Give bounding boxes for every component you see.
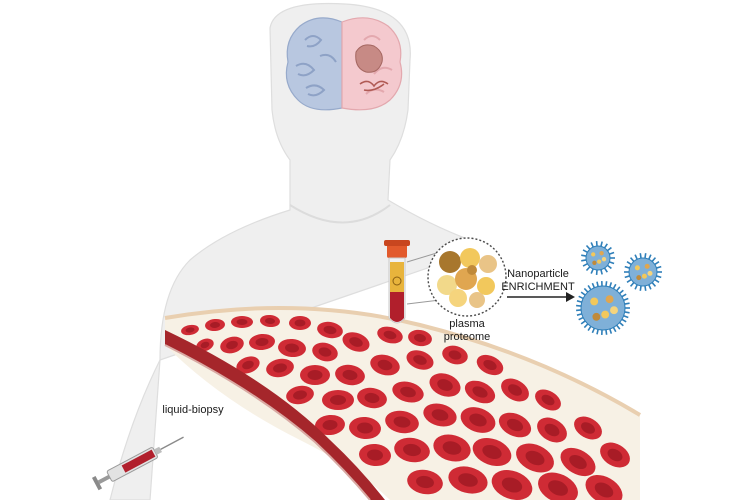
red-blood-cell-center: [594, 482, 614, 498]
red-blood-cell-center: [318, 347, 332, 357]
red-blood-cell-center: [185, 327, 195, 333]
enrichment-label-line2: ENRICHMENT: [501, 281, 575, 293]
red-blood-cell-center: [541, 394, 555, 406]
red-blood-cell-center: [273, 363, 287, 373]
brain-tumor-icon: [285, 17, 403, 111]
biopsy-label: liquid-biopsy: [162, 404, 224, 416]
red-blood-cell-center: [431, 409, 449, 421]
red-blood-cell-center: [349, 337, 363, 347]
blood-tube-icon: [384, 240, 410, 324]
red-blood-cell-center: [393, 416, 411, 428]
red-blood-cell-center: [226, 340, 238, 350]
red-blood-cell-center: [400, 386, 416, 398]
red-blood-cell-center: [501, 477, 523, 493]
red-blood-cell-center: [482, 444, 502, 460]
red-blood-cell-center: [448, 350, 462, 360]
red-blood-cell-center: [293, 390, 307, 400]
red-blood-cell-center: [294, 319, 306, 327]
red-blood-cell-center: [437, 379, 453, 391]
red-blood-cell-center: [255, 337, 269, 347]
red-blood-cell-center: [307, 370, 323, 380]
red-blood-cell-center: [357, 422, 373, 434]
red-blood-cell-center: [508, 384, 522, 396]
red-blood-cell-center: [285, 343, 299, 353]
red-blood-cell-center: [525, 450, 545, 466]
nanoparticle-cluster-icon: [576, 240, 662, 336]
red-blood-cell-center: [265, 317, 275, 325]
red-blood-cell-center: [472, 386, 488, 398]
red-blood-cell-center: [236, 319, 248, 325]
plasma-label-line2: proteome: [443, 331, 491, 343]
red-blood-cell-center: [442, 441, 462, 455]
red-blood-cell-center: [506, 418, 524, 432]
red-blood-cell-center: [322, 419, 338, 431]
plasma-label-line1: plasma: [449, 318, 485, 330]
red-blood-cell-center: [416, 475, 434, 489]
red-blood-cell-center: [483, 359, 497, 371]
red-blood-cell-center: [210, 321, 220, 329]
enrichment-arrow: [507, 292, 575, 302]
enrichment-label-line1: Nanoparticle: [507, 268, 569, 280]
red-blood-cell-center: [403, 443, 421, 457]
blood-vessel-icon: [164, 306, 642, 500]
red-blood-cell-center: [607, 448, 623, 462]
red-blood-cell-center: [242, 360, 254, 370]
red-blood-cell-center: [364, 392, 380, 404]
red-blood-cell-center: [323, 325, 337, 335]
nanoparticle: [576, 280, 630, 336]
red-blood-cell-center: [548, 480, 568, 496]
red-blood-cell-center: [544, 423, 560, 437]
red-blood-cell-center: [458, 473, 478, 487]
red-blood-cell-center: [383, 330, 397, 340]
red-blood-cell-center: [330, 395, 346, 405]
nanoparticle: [581, 240, 615, 276]
red-blood-cell-center: [200, 341, 210, 349]
red-blood-cell-center: [342, 369, 358, 381]
red-blood-cell-center: [367, 449, 383, 461]
syringe-icon: [91, 436, 184, 491]
red-blood-cell-center: [377, 359, 393, 371]
red-blood-cell-center: [413, 355, 427, 365]
red-blood-cell-center: [581, 422, 595, 434]
nanoparticle: [624, 253, 662, 291]
red-blood-cell-center: [469, 413, 487, 427]
red-blood-cell-center: [569, 454, 587, 470]
red-blood-cell-center: [414, 333, 426, 343]
plasma-proteome-icon: [427, 237, 507, 317]
